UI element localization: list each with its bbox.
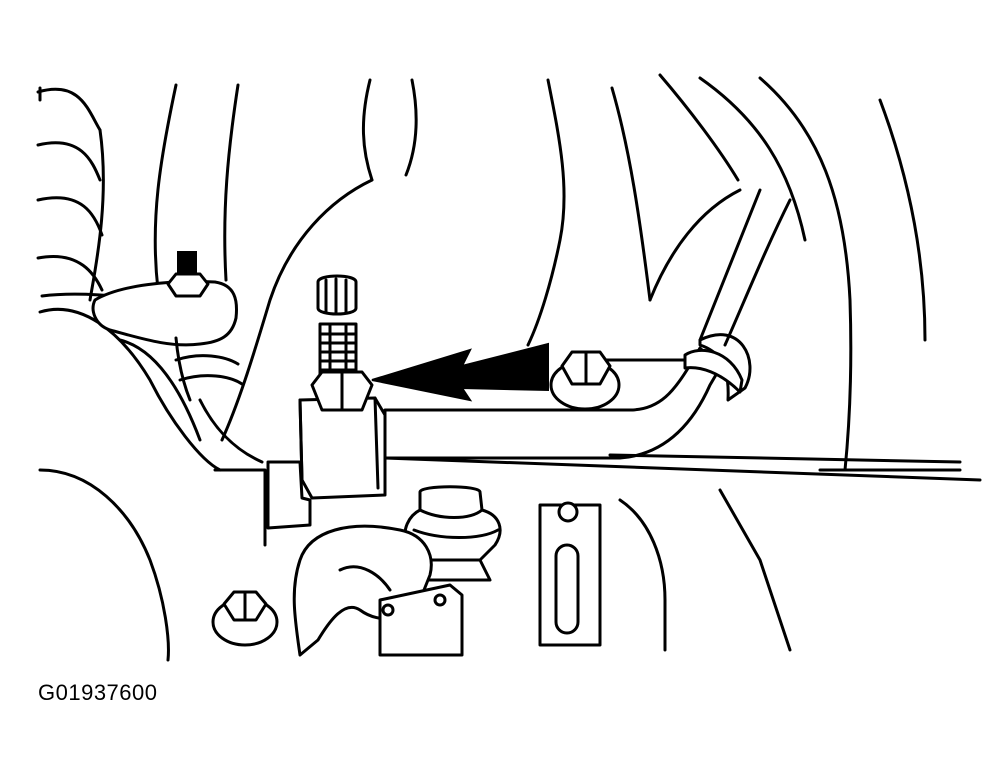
direction-arrow-icon xyxy=(371,342,549,402)
lower-fitting xyxy=(403,485,502,582)
flange-nut-right xyxy=(549,350,621,411)
figure-id-label: G01937600 xyxy=(38,680,158,705)
flange-nut-lower-left xyxy=(211,590,279,647)
slotted-bracket xyxy=(538,501,602,647)
left-stud-bolt xyxy=(166,251,210,298)
mounting-block xyxy=(266,396,387,530)
lower-plate xyxy=(378,583,464,657)
tube-line xyxy=(383,188,982,482)
removed-cap-nut xyxy=(316,274,358,316)
threaded-stud xyxy=(310,322,374,412)
left-bracket xyxy=(91,280,264,464)
